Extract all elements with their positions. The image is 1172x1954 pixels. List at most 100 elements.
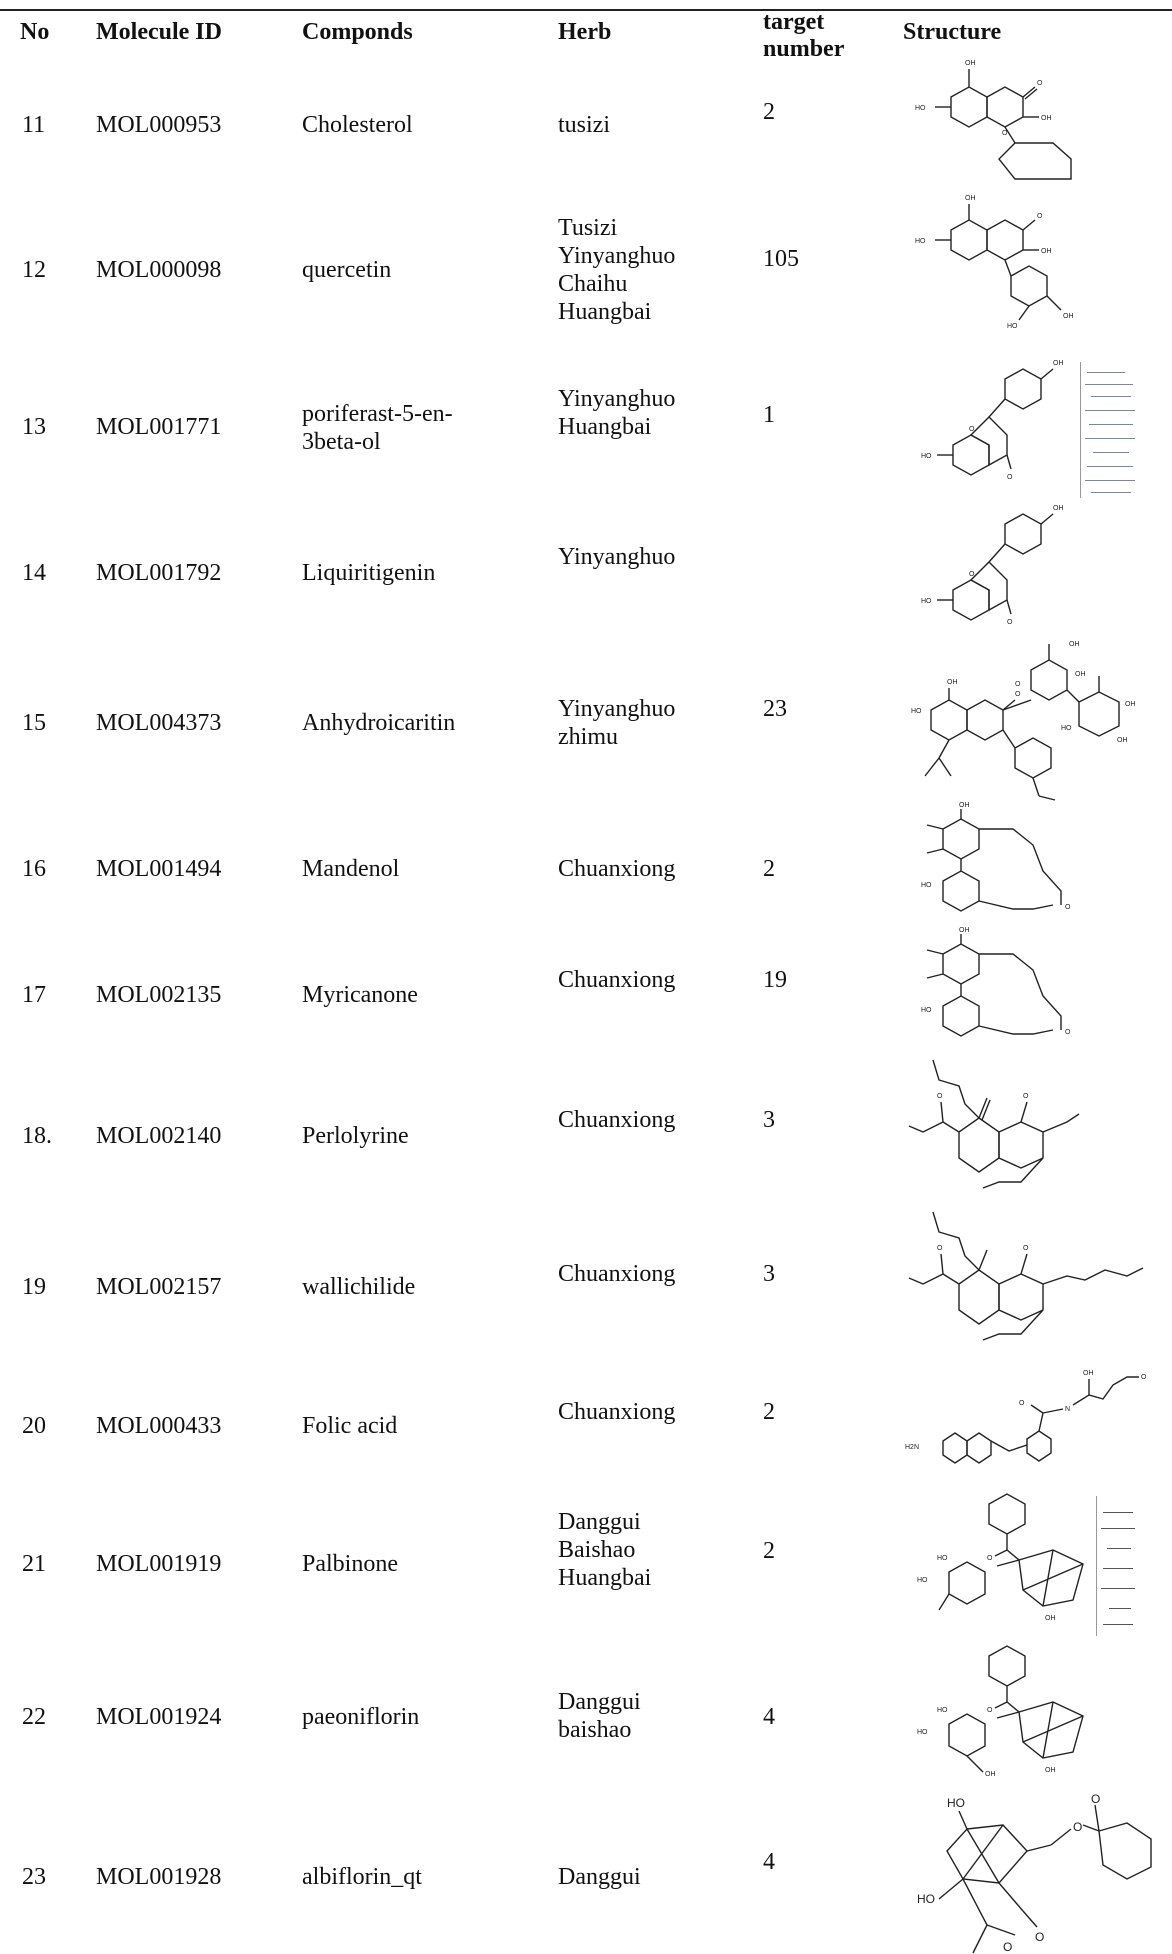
cell-herb: Danggui baishao bbox=[558, 1689, 641, 1743]
svg-text:HO: HO bbox=[937, 1555, 948, 1562]
flavone-structure-icon: OH HO O OH O bbox=[903, 55, 1103, 185]
svg-text:O: O bbox=[1035, 1930, 1044, 1944]
svg-text:OH: OH bbox=[1041, 115, 1052, 122]
cell-target-number: 105 bbox=[763, 246, 799, 272]
svg-text:HO: HO bbox=[911, 708, 922, 715]
svg-text:O: O bbox=[1015, 681, 1021, 688]
cell-target-number: 23 bbox=[763, 696, 787, 722]
cell-herb: tusizi bbox=[558, 112, 610, 138]
svg-text:O: O bbox=[1037, 80, 1043, 87]
cell-compound: poriferast-5-en- 3beta-ol bbox=[302, 401, 453, 455]
cell-compound: Mandenol bbox=[302, 856, 400, 882]
cell-herb: Danggui bbox=[558, 1864, 641, 1890]
cell-target-number: 2 bbox=[763, 1538, 775, 1564]
wallichilide-structure-icon: O O bbox=[903, 1210, 1153, 1360]
cell-herb: Chuanxiong bbox=[558, 1261, 676, 1287]
header-no: No bbox=[20, 19, 50, 45]
cell-target-number: 19 bbox=[763, 967, 787, 993]
svg-text:HO: HO bbox=[947, 1796, 965, 1810]
cell-molecule-id: MOL001928 bbox=[96, 1864, 222, 1890]
cell-compound: paeoniflorin bbox=[302, 1704, 420, 1730]
svg-text:OH: OH bbox=[1053, 505, 1064, 512]
cell-no: 13 bbox=[22, 414, 46, 440]
cell-herb: Chuanxiong bbox=[558, 1107, 676, 1133]
svg-text:OH: OH bbox=[1045, 1615, 1056, 1622]
svg-text:O: O bbox=[1037, 213, 1043, 220]
svg-text:OH: OH bbox=[947, 679, 958, 686]
svg-text:HO: HO bbox=[921, 882, 932, 889]
svg-text:OH: OH bbox=[1069, 641, 1080, 648]
cell-target-number: 3 bbox=[763, 1107, 775, 1133]
svg-text:N: N bbox=[1065, 1406, 1070, 1413]
cell-herb: Danggui Baishao Huangbai bbox=[558, 1509, 652, 1591]
flavanone-structure-icon: OH O O HO bbox=[903, 355, 1073, 495]
cell-target-number: 2 bbox=[763, 1399, 775, 1425]
svg-text:HO: HO bbox=[917, 1892, 935, 1906]
svg-text:OH: OH bbox=[1041, 248, 1052, 255]
header-target-number: target number bbox=[763, 9, 845, 62]
myricanone-structure-icon: OH HO O bbox=[903, 927, 1093, 1060]
svg-text:O: O bbox=[1002, 130, 1008, 137]
svg-text:HO: HO bbox=[1061, 725, 1072, 732]
table-top-rule bbox=[0, 9, 1172, 11]
cell-compound: Folic acid bbox=[302, 1413, 398, 1439]
folic-acid-structure-icon: H2N O N OH O bbox=[903, 1365, 1163, 1475]
svg-text:O: O bbox=[1019, 1400, 1025, 1407]
cell-molecule-id: MOL002157 bbox=[96, 1274, 222, 1300]
svg-text:HO: HO bbox=[921, 1007, 932, 1014]
cell-compound: wallichilide bbox=[302, 1274, 416, 1300]
cell-no: 15 bbox=[22, 710, 46, 736]
svg-text:O: O bbox=[1015, 691, 1021, 698]
quercetin-structure-icon: OH HO O OH HO OH bbox=[903, 190, 1103, 350]
cell-no: 12 bbox=[22, 257, 46, 283]
svg-text:HO: HO bbox=[917, 1729, 928, 1736]
cell-compound: albiflorin_qt bbox=[302, 1864, 422, 1890]
cell-herb: Tusizi Yinyanghuo Chaihu Huangbai bbox=[558, 215, 676, 325]
svg-text:HO: HO bbox=[1007, 323, 1018, 330]
cell-no: 11 bbox=[22, 112, 46, 138]
svg-text:OH: OH bbox=[1075, 671, 1086, 678]
cell-molecule-id: MOL001771 bbox=[96, 414, 222, 440]
cell-molecule-id: MOL001494 bbox=[96, 856, 222, 882]
svg-text:OH: OH bbox=[985, 1771, 996, 1778]
svg-text:OH: OH bbox=[1045, 1767, 1056, 1774]
cell-molecule-id: MOL000098 bbox=[96, 257, 222, 283]
cell-molecule-id: MOL002135 bbox=[96, 982, 222, 1008]
svg-text:H2N: H2N bbox=[905, 1444, 919, 1451]
cell-herb: Chuanxiong bbox=[558, 967, 676, 993]
cell-molecule-id: MOL002140 bbox=[96, 1123, 222, 1149]
header-compounds: Componds bbox=[302, 19, 413, 45]
lactone-structure-icon: O O bbox=[903, 1058, 1103, 1208]
svg-text:OH: OH bbox=[1053, 360, 1064, 367]
svg-text:O: O bbox=[1007, 619, 1013, 626]
cell-molecule-id: MOL001924 bbox=[96, 1704, 222, 1730]
cell-no: 14 bbox=[22, 560, 46, 586]
svg-text:OH: OH bbox=[959, 927, 970, 934]
svg-text:HO: HO bbox=[917, 1577, 928, 1584]
cell-no: 19 bbox=[22, 1274, 46, 1300]
header-structure: Structure bbox=[903, 19, 1002, 45]
cell-no: 22 bbox=[22, 1704, 46, 1730]
cell-no: 23 bbox=[22, 1864, 46, 1890]
svg-text:O: O bbox=[969, 571, 975, 578]
cell-molecule-id: MOL000953 bbox=[96, 112, 222, 138]
cell-target-number: 1 bbox=[763, 402, 775, 428]
macrocycle-structure-icon: OH HO O bbox=[903, 802, 1093, 935]
cell-compound: Liquiritigenin bbox=[302, 560, 436, 586]
cell-no: 20 bbox=[22, 1413, 46, 1439]
liquiritigenin-structure-icon: OH O O HO bbox=[903, 500, 1073, 640]
svg-text:O: O bbox=[937, 1093, 943, 1100]
cell-compound: Cholesterol bbox=[302, 112, 413, 138]
svg-text:O: O bbox=[1065, 904, 1071, 911]
cell-molecule-id: MOL000433 bbox=[96, 1413, 222, 1439]
svg-text:O: O bbox=[987, 1707, 993, 1714]
cell-herb: Yinyanghuo zhimu bbox=[558, 696, 676, 750]
header-molecule-id: Molecule ID bbox=[96, 19, 222, 45]
svg-text:HO: HO bbox=[921, 598, 932, 605]
svg-text:O: O bbox=[969, 426, 975, 433]
cell-herb: Chuanxiong bbox=[558, 856, 676, 882]
svg-text:O: O bbox=[1073, 1820, 1082, 1834]
cell-molecule-id: MOL001919 bbox=[96, 1551, 222, 1577]
